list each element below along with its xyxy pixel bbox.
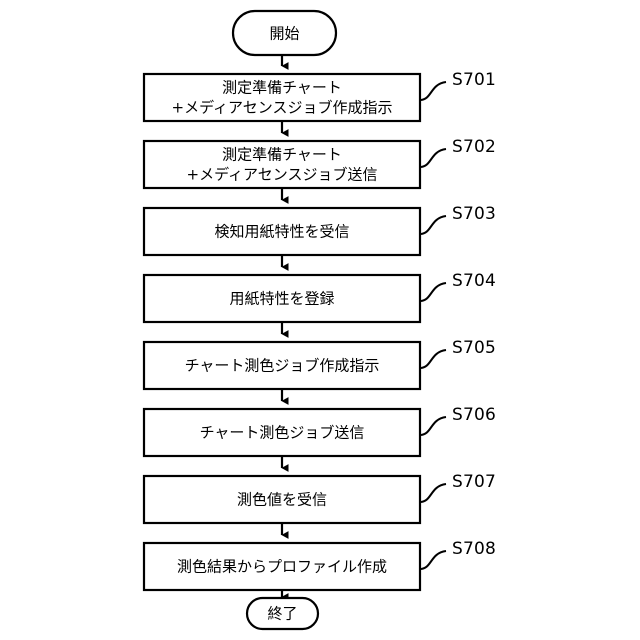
end-node-label: 終了 xyxy=(267,605,297,623)
start-node: 開始 xyxy=(231,9,338,57)
step-text-s707-line1: 測色値を受信 xyxy=(237,491,327,509)
step-node-s707: 測色値を受信 S707 xyxy=(142,472,496,525)
leader-line-s704 xyxy=(419,282,447,302)
step-node-s706: チャート測色ジョブ送信 S706 xyxy=(142,405,496,458)
step-ref-s701: S701 xyxy=(452,70,496,90)
step-ref-s704: S704 xyxy=(452,271,496,291)
start-node-label: 開始 xyxy=(269,25,299,43)
step-node-s705: チャート測色ジョブ作成指示 S705 xyxy=(142,338,496,391)
step-box-s701 xyxy=(142,72,422,123)
step-text-s704-line1: 用紙特性を登録 xyxy=(229,290,334,308)
leader-line-s701 xyxy=(419,81,447,101)
step-text-s706-line1: チャート測色ジョブ送信 xyxy=(200,424,365,442)
step-box-s707 xyxy=(142,474,422,525)
step-text-s701-line1: 測定準備チャート xyxy=(222,79,342,97)
step-text-s701-line2: +メディアセンスジョブ作成指示 xyxy=(172,99,393,117)
step-ref-s705: S705 xyxy=(452,338,496,358)
step-node-s703: 検知用紙特性を受信 S703 xyxy=(142,204,496,257)
step-box-s705 xyxy=(142,340,422,391)
step-box-s708 xyxy=(142,541,422,592)
leader-line-s708 xyxy=(419,550,447,570)
step-node-s702: 測定準備チャート +メディアセンスジョブ送信 S702 xyxy=(142,137,496,190)
step-text-s702-line2: +メディアセンスジョブ送信 xyxy=(187,166,378,184)
step-node-s708: 測色結果からプロファイル作成 S708 xyxy=(142,539,496,592)
step-text-s703-line1: 検知用紙特性を受信 xyxy=(214,223,349,241)
leader-line-s705 xyxy=(419,349,447,369)
step-node-s704: 用紙特性を登録 S704 xyxy=(142,271,496,324)
leader-line-s706 xyxy=(419,416,447,436)
start-node-shape xyxy=(231,9,338,57)
step-text-s702-line1: 測定準備チャート xyxy=(222,146,342,164)
end-node: 終了 xyxy=(245,596,320,631)
step-ref-s703: S703 xyxy=(452,204,496,224)
step-box-s703 xyxy=(142,206,422,257)
step-ref-s706: S706 xyxy=(452,405,496,425)
step-text-s705-line1: チャート測色ジョブ作成指示 xyxy=(185,357,380,375)
leader-line-s703 xyxy=(419,215,447,235)
step-node-s701: 測定準備チャート +メディアセンスジョブ作成指示 S701 xyxy=(142,70,496,123)
end-node-shape xyxy=(245,596,320,631)
leader-line-s702 xyxy=(419,148,447,168)
leader-line-s707 xyxy=(419,483,447,503)
step-text-s708-line1: 測色結果からプロファイル作成 xyxy=(177,558,387,576)
step-ref-s708: S708 xyxy=(452,539,496,559)
step-ref-s707: S707 xyxy=(452,472,496,492)
step-ref-s702: S702 xyxy=(452,137,496,157)
